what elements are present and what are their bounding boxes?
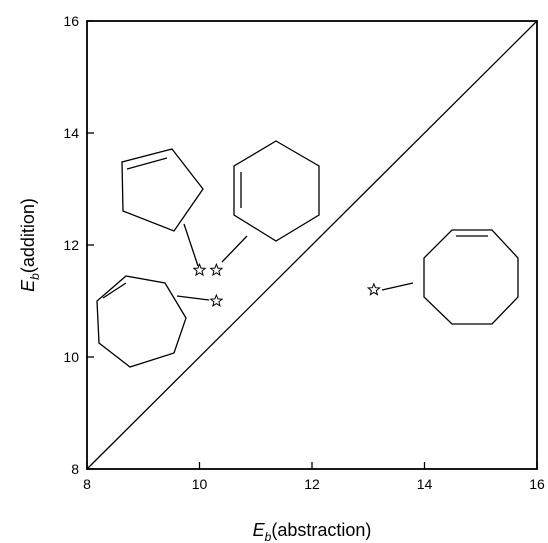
x-tick-label: 8	[83, 476, 91, 492]
cyclooctene-structure	[381, 229, 519, 325]
x-axis-label-sub: b	[265, 530, 272, 543]
x-axis: 8 10 12 14 16	[83, 462, 545, 492]
x-tick-label: 16	[529, 476, 545, 492]
x-axis-label-rest: (abstraction)	[271, 520, 371, 540]
y-tick-label: 14	[63, 125, 79, 141]
cyclopentene-structure	[121, 148, 204, 267]
x-tick-label: 14	[417, 476, 433, 492]
y-axis-label-sub: b	[28, 273, 42, 280]
data-point-star	[192, 262, 207, 277]
y-tick-label: 8	[71, 461, 79, 477]
y-tick-label: 12	[63, 237, 79, 253]
y-axis-label-main: E	[18, 279, 38, 292]
cyclohexene-structure	[221, 140, 320, 263]
data-point-star	[366, 282, 381, 296]
x-tick-label: 10	[192, 476, 208, 492]
svg-text:Eb(addition): Eb(addition)	[18, 198, 42, 292]
data-point-star	[209, 293, 224, 307]
y-axis: 8 10 12 14 16	[63, 13, 94, 477]
diagonal-reference-line	[86, 20, 538, 470]
data-points	[192, 262, 381, 307]
x-tick-label: 12	[304, 476, 320, 492]
x-axis-label: Eb(abstraction)	[253, 520, 372, 543]
svg-text:Eb(abstraction): Eb(abstraction)	[253, 520, 372, 543]
data-point-star	[209, 262, 224, 277]
x-axis-label-main: E	[253, 520, 266, 540]
plot-area	[86, 20, 538, 470]
y-axis-label: Eb(addition)	[18, 198, 42, 292]
y-tick-label: 16	[63, 13, 79, 29]
molecule-structures	[96, 140, 519, 368]
y-tick-label: 10	[63, 349, 79, 365]
y-axis-label-rest: (addition)	[18, 198, 38, 273]
cycloheptene-structure	[96, 275, 210, 368]
